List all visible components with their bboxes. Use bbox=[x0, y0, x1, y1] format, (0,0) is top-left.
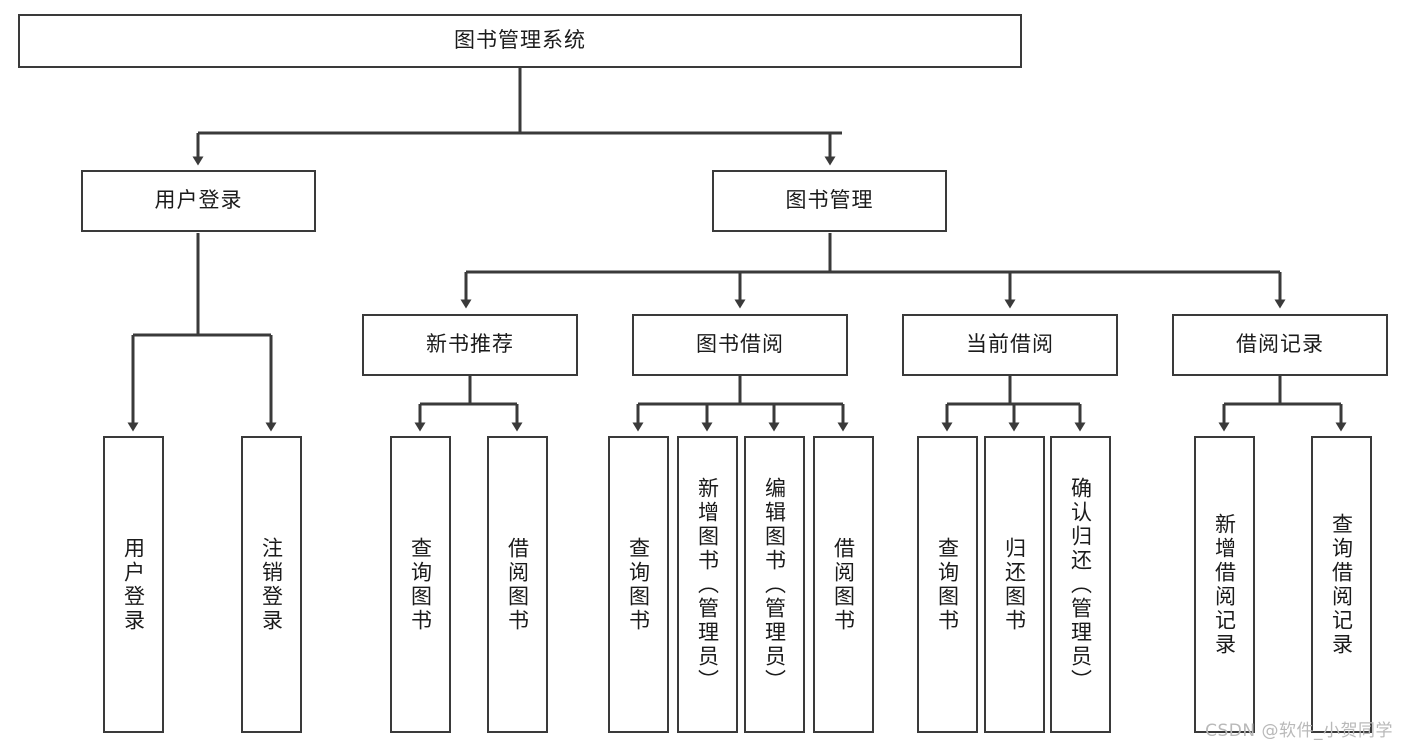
leaf-logout[interactable]: 注销登录 bbox=[241, 436, 302, 733]
leaf-search-borrow-record[interactable]: 查询借阅记录 bbox=[1311, 436, 1372, 733]
leaf-edit-book-admin[interactable]: 编辑图书（管理员） bbox=[744, 436, 805, 733]
node-new-book-recommendation[interactable]: 新书推荐 bbox=[362, 314, 578, 376]
leaf-search-books-borrow[interactable]: 查询图书 bbox=[608, 436, 669, 733]
node-label: 当前借阅 bbox=[966, 332, 1054, 357]
node-label: 借阅记录 bbox=[1236, 332, 1324, 357]
node-label: 图书管理 bbox=[785, 188, 874, 213]
node-label: 新增借阅记录 bbox=[1212, 512, 1237, 657]
node-label: 归还图书 bbox=[1002, 536, 1027, 633]
leaf-confirm-return-admin[interactable]: 确认归还（管理员） bbox=[1050, 436, 1111, 733]
node-label: 用户登录 bbox=[121, 536, 146, 633]
leaf-user-login[interactable]: 用户登录 bbox=[103, 436, 164, 733]
node-label: 确认归还（管理员） bbox=[1068, 476, 1093, 693]
node-label: 注销登录 bbox=[259, 536, 284, 633]
node-label: 新书推荐 bbox=[426, 332, 514, 357]
leaf-borrow-books[interactable]: 借阅图书 bbox=[813, 436, 874, 733]
leaf-add-borrow-record[interactable]: 新增借阅记录 bbox=[1194, 436, 1255, 733]
node-label: 借阅图书 bbox=[831, 536, 856, 633]
node-borrowing-records[interactable]: 借阅记录 bbox=[1172, 314, 1388, 376]
node-label: 图书借阅 bbox=[696, 332, 784, 357]
leaf-search-books-newbook[interactable]: 查询图书 bbox=[390, 436, 451, 733]
node-book-management[interactable]: 图书管理 bbox=[712, 170, 947, 232]
node-label: 用户登录 bbox=[154, 188, 243, 213]
node-current-borrowing[interactable]: 当前借阅 bbox=[902, 314, 1118, 376]
node-label: 图书管理系统 bbox=[454, 28, 586, 53]
node-label: 查询图书 bbox=[626, 536, 651, 633]
node-label: 新增图书（管理员） bbox=[695, 476, 720, 693]
node-label: 编辑图书（管理员） bbox=[762, 476, 787, 693]
leaf-return-books[interactable]: 归还图书 bbox=[984, 436, 1045, 733]
node-label: 查询图书 bbox=[935, 536, 960, 633]
node-book-borrowing[interactable]: 图书借阅 bbox=[632, 314, 848, 376]
leaf-add-book-admin[interactable]: 新增图书（管理员） bbox=[677, 436, 738, 733]
leaf-search-books-current[interactable]: 查询图书 bbox=[917, 436, 978, 733]
node-root-book-management-system[interactable]: 图书管理系统 bbox=[18, 14, 1022, 68]
node-user-login[interactable]: 用户登录 bbox=[81, 170, 316, 232]
node-label: 借阅图书 bbox=[505, 536, 530, 633]
node-label: 查询图书 bbox=[408, 536, 433, 633]
node-label: 查询借阅记录 bbox=[1329, 512, 1354, 657]
leaf-borrow-books-newbook[interactable]: 借阅图书 bbox=[487, 436, 548, 733]
watermark-csdn: CSDN @软件_小贺同学 bbox=[1205, 721, 1393, 741]
